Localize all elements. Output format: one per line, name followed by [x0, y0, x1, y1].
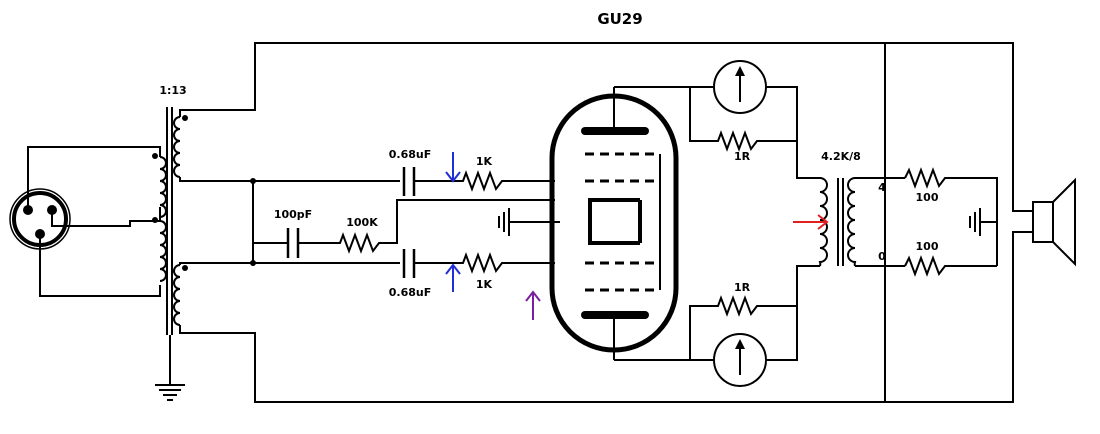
grid-resistor-bottom [455, 252, 555, 274]
meter-icon [713, 60, 767, 114]
arrow-up-icon [525, 290, 541, 320]
res-bottom-label: 1K [476, 278, 493, 291]
input-wiring [27, 146, 161, 297]
res-top-label: 1K [476, 155, 493, 168]
ground-icon [969, 208, 997, 236]
arrow-up-icon [445, 263, 461, 292]
feedback-network [253, 199, 555, 258]
tap-0-label: 0 [878, 250, 886, 263]
ground-icon [498, 208, 560, 236]
diagram-title: GU29 [597, 10, 642, 28]
turns-ratio-label: 1:13 [159, 84, 186, 97]
res-meter-top-label: 1R [734, 150, 751, 163]
secondary-wiring [179, 42, 1033, 403]
cap-top-label: 0.68uF [389, 148, 432, 161]
load-resistor-top [904, 167, 998, 266]
load-resistor-bottom [904, 255, 997, 277]
input-transformer [152, 107, 188, 335]
grid-resistor-top [455, 170, 555, 192]
tap-4-label: 4 [878, 181, 886, 194]
res-load-top-label: 100 [916, 191, 939, 204]
arrow-down-icon [445, 152, 461, 183]
res-load-bottom-label: 100 [916, 240, 939, 253]
speaker-icon [1032, 177, 1076, 267]
meter-icon [713, 333, 767, 387]
arrow-right-icon [793, 214, 829, 230]
plate-circuit-bottom [614, 295, 798, 361]
cap-feedback-label: 100pF [274, 208, 312, 221]
output-transformer-label: 4.2K/8 [821, 150, 861, 163]
res-feedback-label: 100K [346, 216, 378, 229]
coupling-capacitor-top [402, 167, 455, 196]
plate-circuit-top [614, 86, 798, 152]
tube-gu29 [549, 87, 679, 360]
cap-bottom-label: 0.68uF [389, 286, 432, 299]
res-meter-bottom-label: 1R [734, 281, 751, 294]
output-transformer [796, 141, 905, 306]
coupling-capacitor-bottom [402, 249, 455, 278]
ground-icon [155, 335, 185, 401]
